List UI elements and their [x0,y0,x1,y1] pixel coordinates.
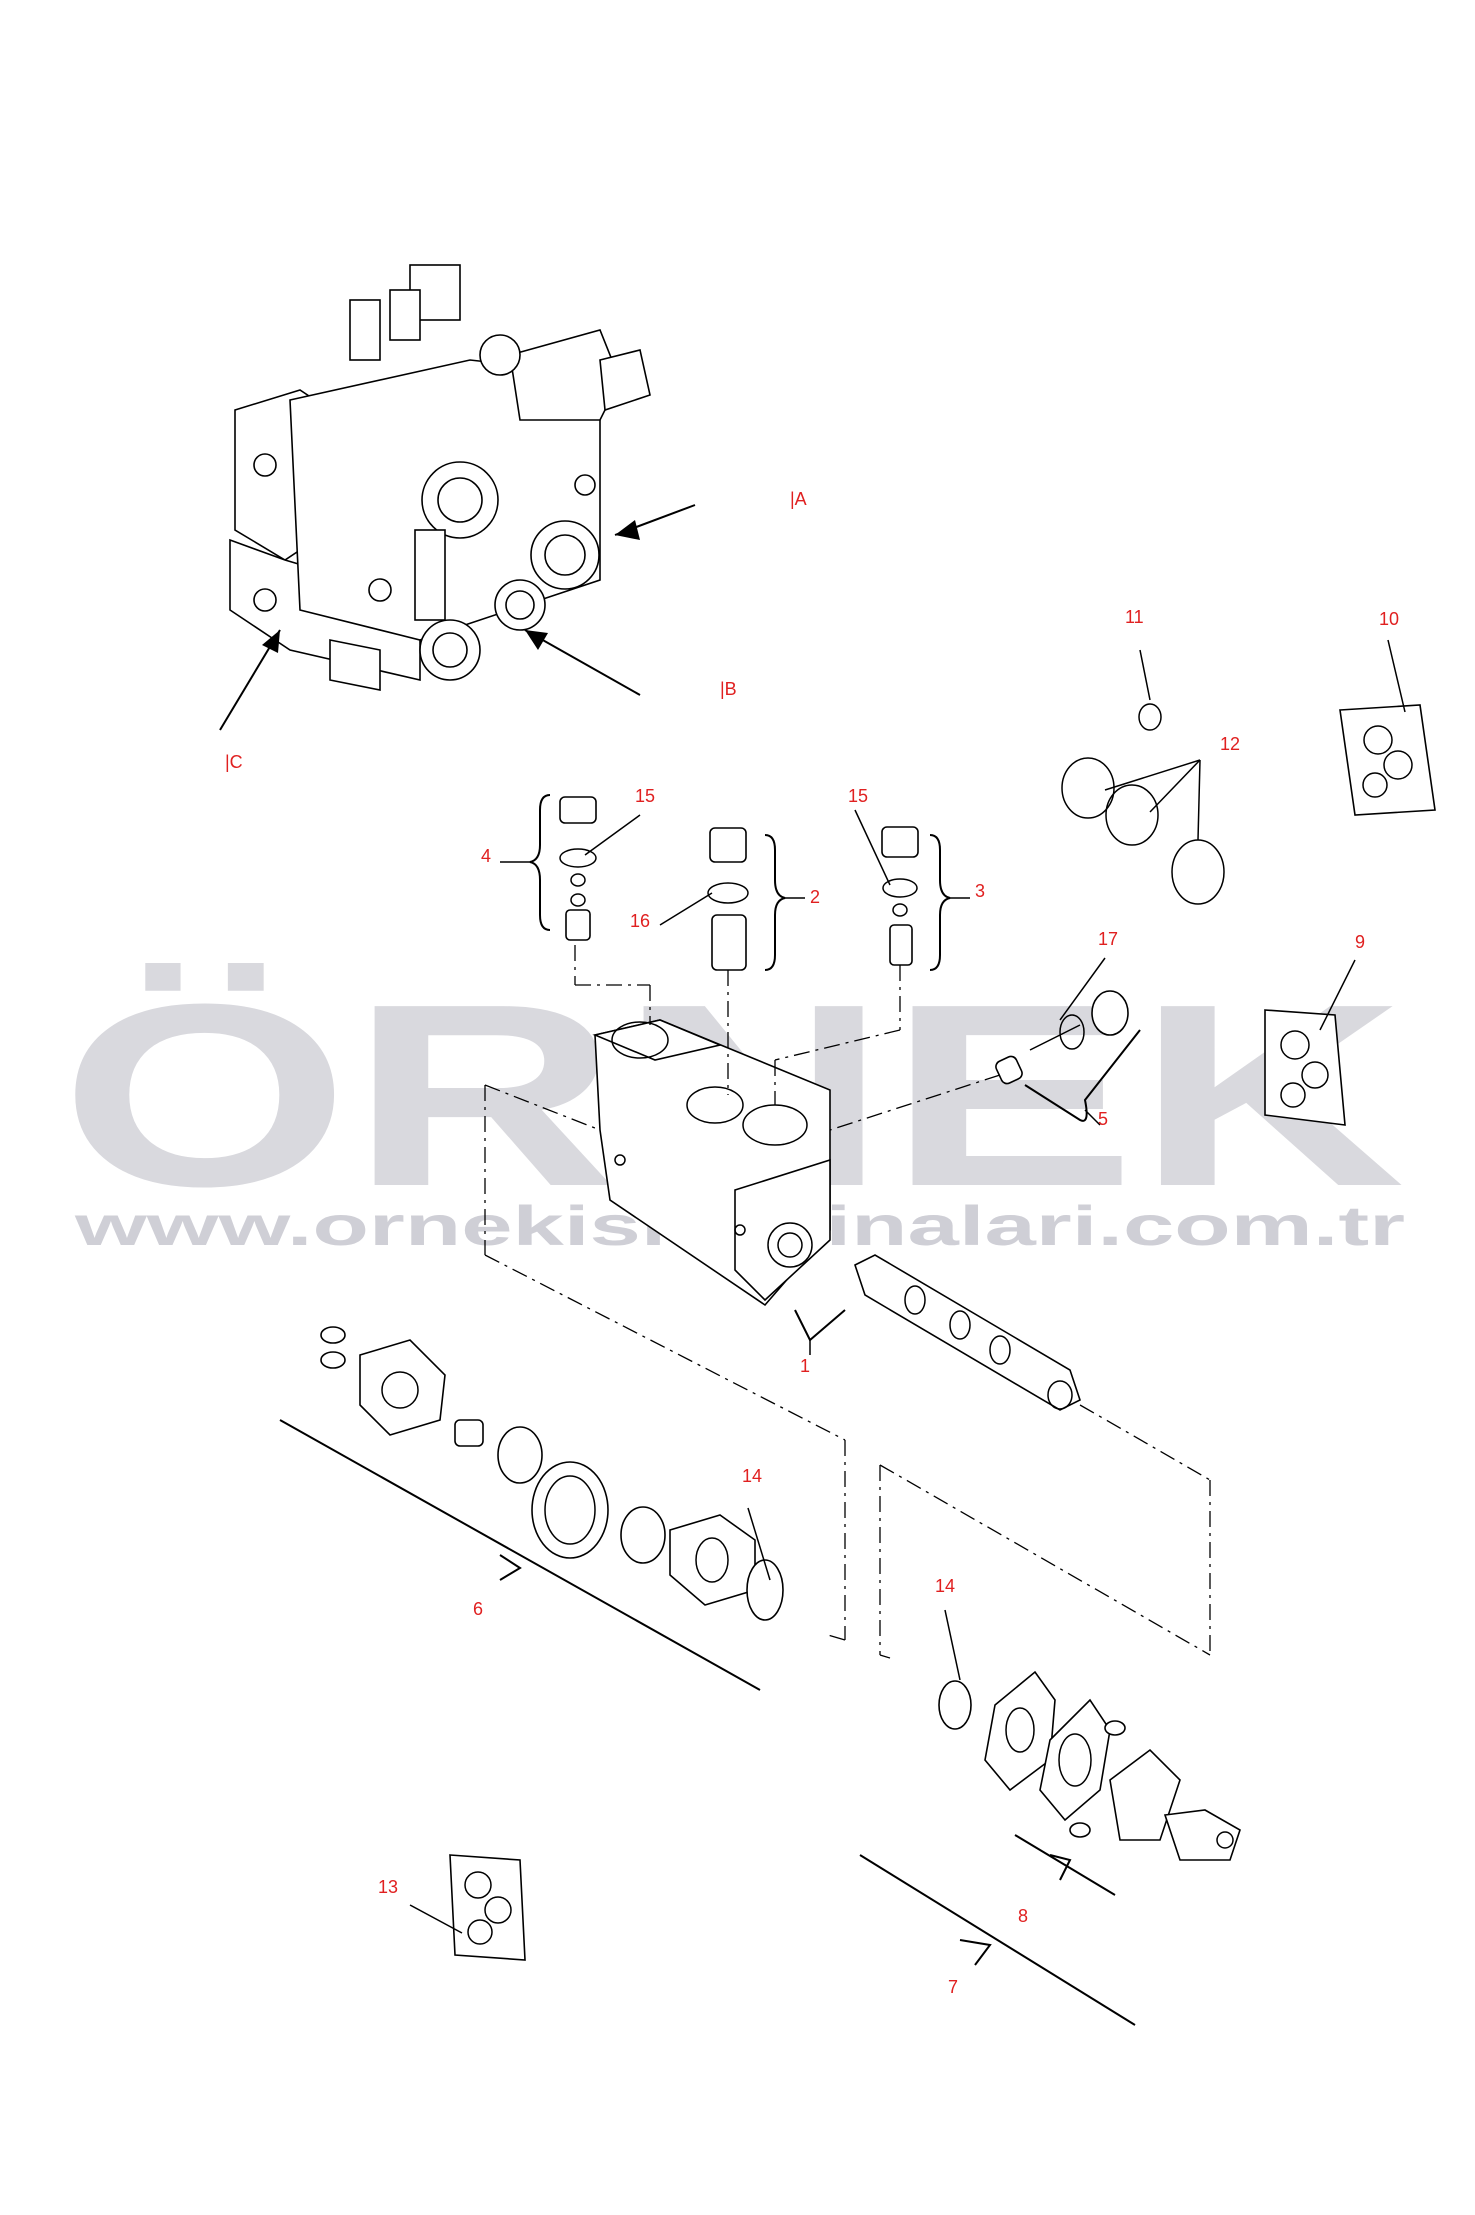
callout-5: 5 [1098,1109,1108,1129]
callout-7: 7 [948,1977,958,1997]
check-valve-5 [995,990,1129,1085]
callout-15b: 15 [848,786,868,806]
relief-cartridge-2 [707,827,749,971]
valve-assembly-icon [229,264,651,691]
view-label-a: |A [790,489,807,509]
callout-12: 12 [1220,734,1240,754]
callout-6: 6 [473,1599,483,1619]
relief-cartridge-4 [559,796,597,941]
view-label-c: |C [225,752,243,772]
spring-group-6 [320,1326,784,1621]
seal-kit-icon [1264,1009,1346,1126]
spool [854,1254,1081,1411]
view-label-b: |B [720,679,737,699]
valve-section-body [592,1019,831,1307]
relief-cartridge-3 [881,826,919,966]
callout-14b: 14 [935,1576,955,1596]
callout-16: 16 [630,911,650,931]
callout-13: 13 [378,1877,398,1897]
end-cap-group-7 [938,1670,1241,1861]
callout-14a: 14 [742,1466,762,1486]
callout-15a: 15 [635,786,655,806]
callout-1: 1 [800,1356,810,1376]
callout-17: 17 [1098,929,1118,949]
seal-kit-icon [1339,704,1436,816]
callout-2: 2 [810,887,820,907]
callout-3: 3 [975,881,985,901]
seal-kit-icon [449,1854,526,1961]
callout-4: 4 [481,846,491,866]
callout-8: 8 [1018,1906,1028,1926]
callout-9: 9 [1355,932,1365,952]
callout-10: 10 [1379,609,1399,629]
callout-11: 11 [1125,607,1144,627]
